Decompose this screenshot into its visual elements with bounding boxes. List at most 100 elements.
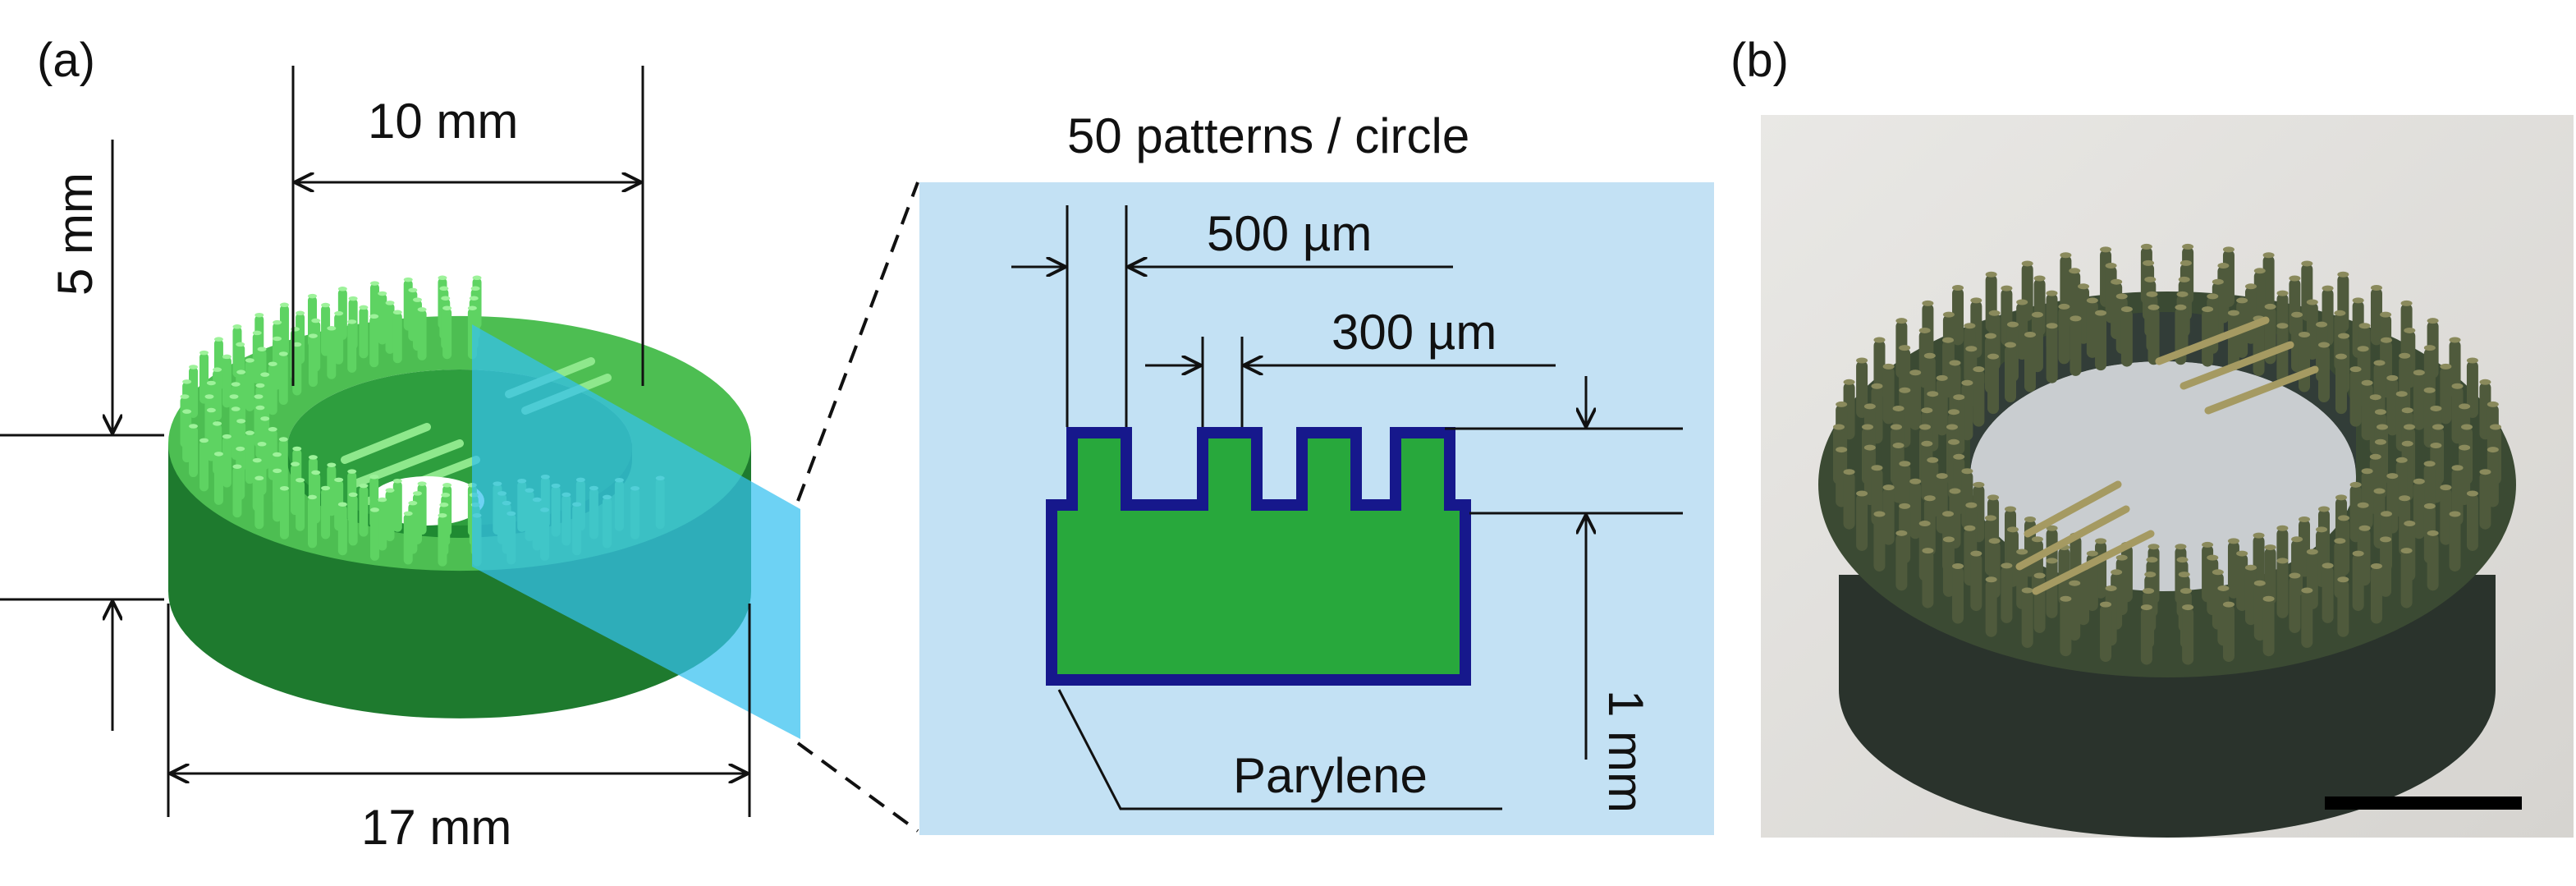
pillar-top — [2100, 601, 2112, 608]
pillar-top — [182, 379, 192, 384]
pillar — [2349, 369, 2362, 427]
pillar-top — [2386, 473, 2399, 480]
pillar — [2060, 255, 2072, 313]
pillar-top — [2449, 337, 2461, 343]
pillar-top — [2423, 461, 2436, 467]
pillar-top — [1892, 443, 1904, 449]
pillar — [2322, 565, 2334, 623]
pillar-top — [2146, 557, 2158, 563]
pillar-top — [1899, 387, 1911, 393]
pillar-top — [369, 281, 379, 286]
pillar — [1856, 493, 1868, 551]
pillar-top — [403, 277, 413, 282]
pillar-top — [2301, 260, 2313, 267]
cross-section-inset — [919, 182, 1714, 835]
pillar-top — [1973, 366, 1985, 373]
pillar-top — [1833, 424, 1845, 430]
pillar-top — [2299, 516, 2311, 522]
pillar-top — [2178, 276, 2190, 282]
pillar-top — [441, 493, 451, 498]
depth-label: 1 mm — [1598, 690, 1653, 813]
pillar — [2024, 334, 2036, 393]
pillar — [1987, 356, 2000, 415]
pillar-top — [2031, 311, 2043, 318]
pillar-top — [334, 310, 344, 316]
pillar-top — [2404, 424, 2415, 430]
pillar — [213, 453, 223, 505]
pillar-top — [2400, 548, 2413, 554]
pillar-top — [385, 488, 395, 493]
pillar-top — [2222, 601, 2235, 608]
pillar — [2001, 565, 2013, 623]
pillar-top — [2069, 580, 2081, 586]
pillar-top — [385, 301, 395, 305]
pillar-top — [2413, 478, 2425, 484]
pillar-top — [2301, 587, 2313, 594]
pillar-top — [2440, 484, 2452, 491]
pillar-top — [2046, 290, 2058, 296]
pillar-top — [199, 350, 209, 356]
pillar-top — [469, 296, 479, 301]
pillar-top — [2449, 511, 2461, 517]
pillar — [2466, 493, 2478, 551]
pillar-top — [2374, 438, 2386, 445]
pillar-top — [2401, 407, 2413, 414]
pillar-top — [2289, 275, 2301, 282]
pillar-top — [2338, 515, 2350, 521]
pillar — [2078, 567, 2090, 626]
pillar — [254, 478, 264, 530]
pillar-top — [2180, 588, 2192, 594]
pillar-top — [1988, 310, 2001, 316]
pillar-top — [255, 405, 265, 411]
pillar — [2440, 487, 2452, 545]
pillar-top — [182, 409, 192, 414]
pillar-top — [2175, 304, 2187, 310]
pillar-top — [1871, 465, 1883, 471]
pillar-top — [408, 500, 418, 506]
pillar — [1871, 467, 1883, 526]
pillar-top — [252, 330, 262, 336]
pillar-top — [2357, 346, 2369, 352]
pillar — [327, 328, 337, 379]
pillar — [2005, 345, 2017, 403]
pillar-top — [334, 477, 344, 483]
pillar — [2262, 599, 2275, 657]
pillar-top — [2349, 366, 2362, 373]
pillar — [1942, 539, 1955, 597]
pillar-top — [1964, 323, 1976, 329]
pillar — [321, 488, 331, 539]
pillar-top — [2001, 285, 2013, 292]
pillar-top — [2016, 299, 2028, 305]
pillar-top — [2404, 521, 2416, 527]
pillar — [2046, 560, 2058, 618]
pillar-top — [2095, 310, 2107, 316]
pillar-top — [412, 297, 422, 302]
pillar-top — [2060, 252, 2072, 259]
pillar-top — [2202, 541, 2214, 548]
pillar-top — [268, 361, 277, 366]
pillar — [2140, 607, 2152, 665]
pillar-top — [1882, 363, 1895, 370]
pillar-top — [296, 477, 305, 483]
pillar-top — [1961, 379, 1973, 386]
pillar — [438, 515, 447, 567]
pillar-top — [1923, 495, 1936, 502]
pillar-top — [1899, 345, 1911, 351]
pillar-top — [439, 502, 449, 507]
pillar — [1843, 471, 1855, 530]
pillar-top — [2176, 557, 2189, 563]
pillar-top — [2236, 550, 2248, 557]
pillar-top — [1927, 391, 1939, 397]
pillar-top — [438, 512, 447, 518]
ring-3d-model — [167, 275, 800, 739]
pillar-top — [2217, 585, 2230, 591]
pillar — [1873, 513, 1886, 572]
pillar-top — [296, 310, 305, 316]
pillar-top — [222, 354, 231, 360]
pillar-top — [1965, 502, 1978, 508]
pillar-top — [2306, 299, 2318, 305]
pillar-top — [2100, 246, 2112, 253]
pillar-top — [472, 275, 482, 281]
pillar-top — [2146, 291, 2158, 297]
pillar-top — [1984, 515, 1996, 521]
